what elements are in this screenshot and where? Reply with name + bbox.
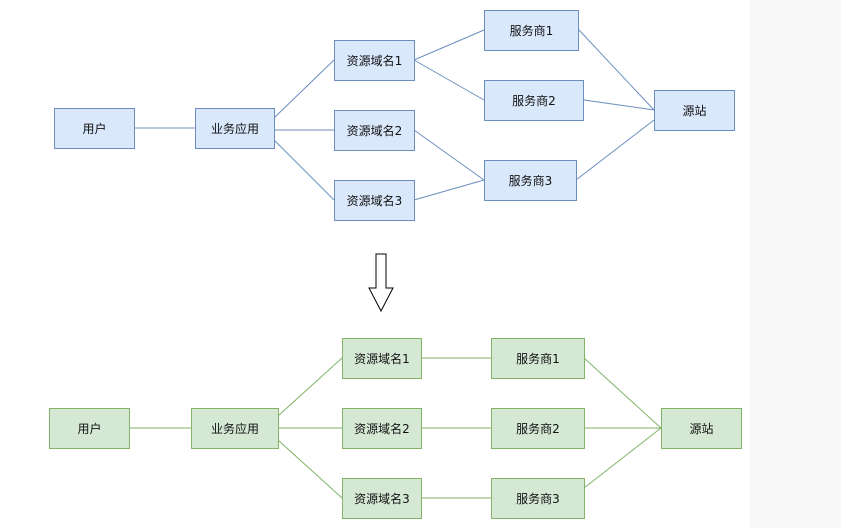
top-app-node: 业务应用 — [195, 108, 275, 149]
top-origin-node: 源站 — [654, 90, 735, 131]
bottom-app-node: 业务应用 — [191, 408, 279, 449]
top-domain2-node: 资源域名2 — [334, 110, 415, 151]
edge-provider1-origin — [578, 29, 655, 111]
bottom-provider2-node: 服务商2 — [491, 408, 585, 449]
bottom-domain2-node: 资源域名2 — [342, 408, 422, 449]
top-edges — [134, 29, 655, 201]
bottom-edges — [129, 357, 662, 499]
background-panel — [750, 0, 841, 528]
edge-provider2-origin — [583, 99, 655, 111]
edge-domain3-provider3 — [413, 179, 485, 201]
bottom-domain1-node: 资源域名1 — [342, 338, 422, 379]
bottom-domain3-node: 资源域名3 — [342, 478, 422, 519]
bottom-user-node: 用户 — [49, 408, 130, 449]
top-user-node: 用户 — [54, 108, 135, 149]
edge-provider1-origin-b — [583, 357, 662, 429]
bottom-provider3-node: 服务商3 — [491, 478, 585, 519]
edge-domain1-provider1 — [413, 29, 485, 61]
bottom-provider1-node: 服务商1 — [491, 338, 585, 379]
down-arrow-icon — [368, 253, 394, 313]
edge-app-domain1-b — [277, 357, 343, 417]
edge-provider3-origin — [575, 119, 655, 181]
edge-provider3-origin-b — [583, 427, 662, 489]
edge-app-domain3 — [273, 139, 335, 201]
top-domain1-node: 资源域名1 — [334, 40, 415, 81]
edge-domain2-provider3 — [413, 129, 485, 181]
bottom-origin-node: 源站 — [661, 408, 742, 449]
top-domain3-node: 资源域名3 — [334, 180, 415, 221]
top-provider1-node: 服务商1 — [484, 10, 579, 51]
edge-app-domain3-b — [277, 439, 343, 499]
top-provider3-node: 服务商3 — [484, 160, 577, 201]
top-provider2-node: 服务商2 — [484, 80, 584, 121]
edge-app-domain1 — [273, 59, 335, 119]
edge-domain1-provider2 — [413, 59, 485, 101]
